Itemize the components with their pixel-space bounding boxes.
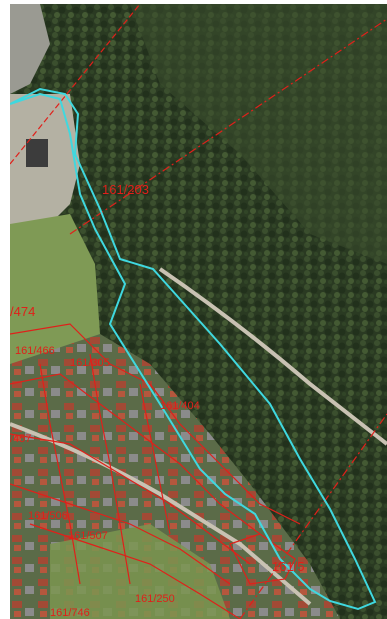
building-left [26,139,48,167]
parcel-label-161-507: 161/507 [68,530,108,542]
map-view[interactable]: 161/203 /474 161/466 161/305 /457 161/40… [10,4,387,619]
parcel-label-161-506: 161/506 [28,510,68,522]
parcel-label-161-404: 161/404 [160,400,200,412]
parcel-label-161-250: 161/250 [135,593,175,605]
gravel-clearing [10,4,50,94]
parcel-label-161-305: 161/305 [70,357,110,369]
aerial-map: 161/203 /474 161/466 161/305 /457 161/40… [10,4,387,619]
parcel-label-161-5: 161/5 [272,559,305,574]
meadow-left [10,214,100,374]
parcel-label-457: /457 [10,433,31,445]
parcel-label-161-466: 161/466 [15,345,55,357]
parcel-label-161-746: 161/746 [50,607,90,619]
meadow-bottom [50,524,230,619]
parcel-lines [10,4,387,619]
parcel-label-474: /474 [10,304,35,319]
parcel-label-161-203: 161/203 [102,182,149,197]
property-boundary[interactable] [10,87,377,611]
upper-forest [130,4,387,264]
forest-road [158,267,387,446]
